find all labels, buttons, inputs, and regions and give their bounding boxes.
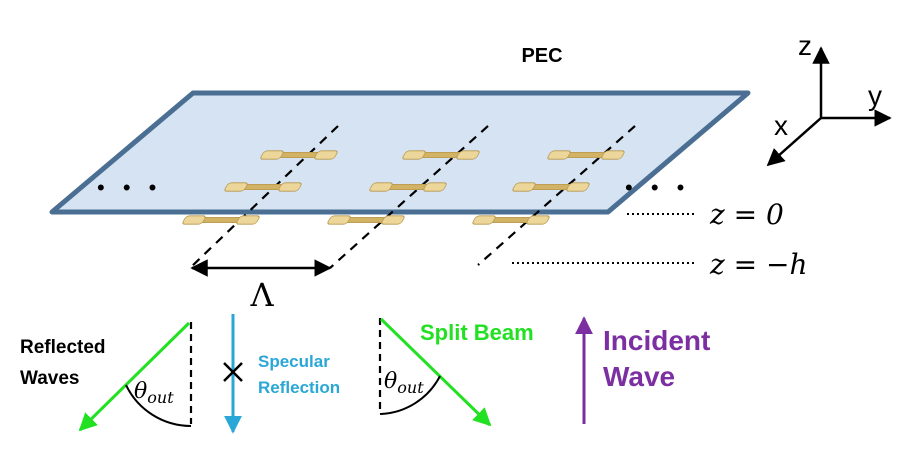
- specular-label-line1: Specular: [258, 352, 330, 371]
- unit-cell-element: [259, 150, 339, 160]
- coordinate-axes: [766, 46, 892, 167]
- unit-cell-element: [181, 215, 261, 225]
- z-zero-label: z = 0: [709, 198, 784, 231]
- unit-cell-element: [401, 150, 481, 160]
- unit-cell-element: [546, 150, 626, 160]
- unit-cell-element: [368, 182, 448, 192]
- unit-cell-element: [471, 215, 551, 225]
- right-theta-label: θout: [384, 369, 424, 397]
- period-dashed-lines: [189, 125, 636, 269]
- axis-y-label: y: [868, 80, 882, 111]
- blocked-cross-icon: [223, 362, 243, 382]
- incident-wave-label-line1: Incident: [603, 325, 710, 356]
- right-reflected-beam: [379, 317, 492, 427]
- reflected-waves-label-line1: Reflected: [20, 337, 106, 358]
- left-theta-arc: [125, 384, 192, 427]
- specular-label-line2: Reflection: [258, 378, 340, 397]
- z-minus-h-label: z = −h: [709, 248, 808, 281]
- axis-x-label: x: [774, 110, 788, 141]
- left-reflected-beam: [78, 321, 191, 432]
- split-beam-label: Split Beam: [420, 320, 534, 345]
- left-theta-label: θout: [134, 379, 174, 407]
- incident-wave-label-line2: Wave: [603, 361, 675, 392]
- unit-cell-element: [511, 182, 591, 192]
- pec-label: PEC: [521, 45, 562, 67]
- unit-cell-element: [326, 215, 406, 225]
- right-theta-arc: [379, 375, 441, 415]
- ellipsis-left: • • •: [97, 175, 162, 200]
- unit-cell-element: [223, 182, 303, 192]
- reflected-waves-label-line2: Waves: [20, 368, 80, 389]
- pec-plane: [49, 90, 751, 215]
- ellipsis-right: • • •: [625, 175, 690, 200]
- axis-z-label: z: [798, 30, 812, 61]
- period-label: Λ: [249, 276, 274, 314]
